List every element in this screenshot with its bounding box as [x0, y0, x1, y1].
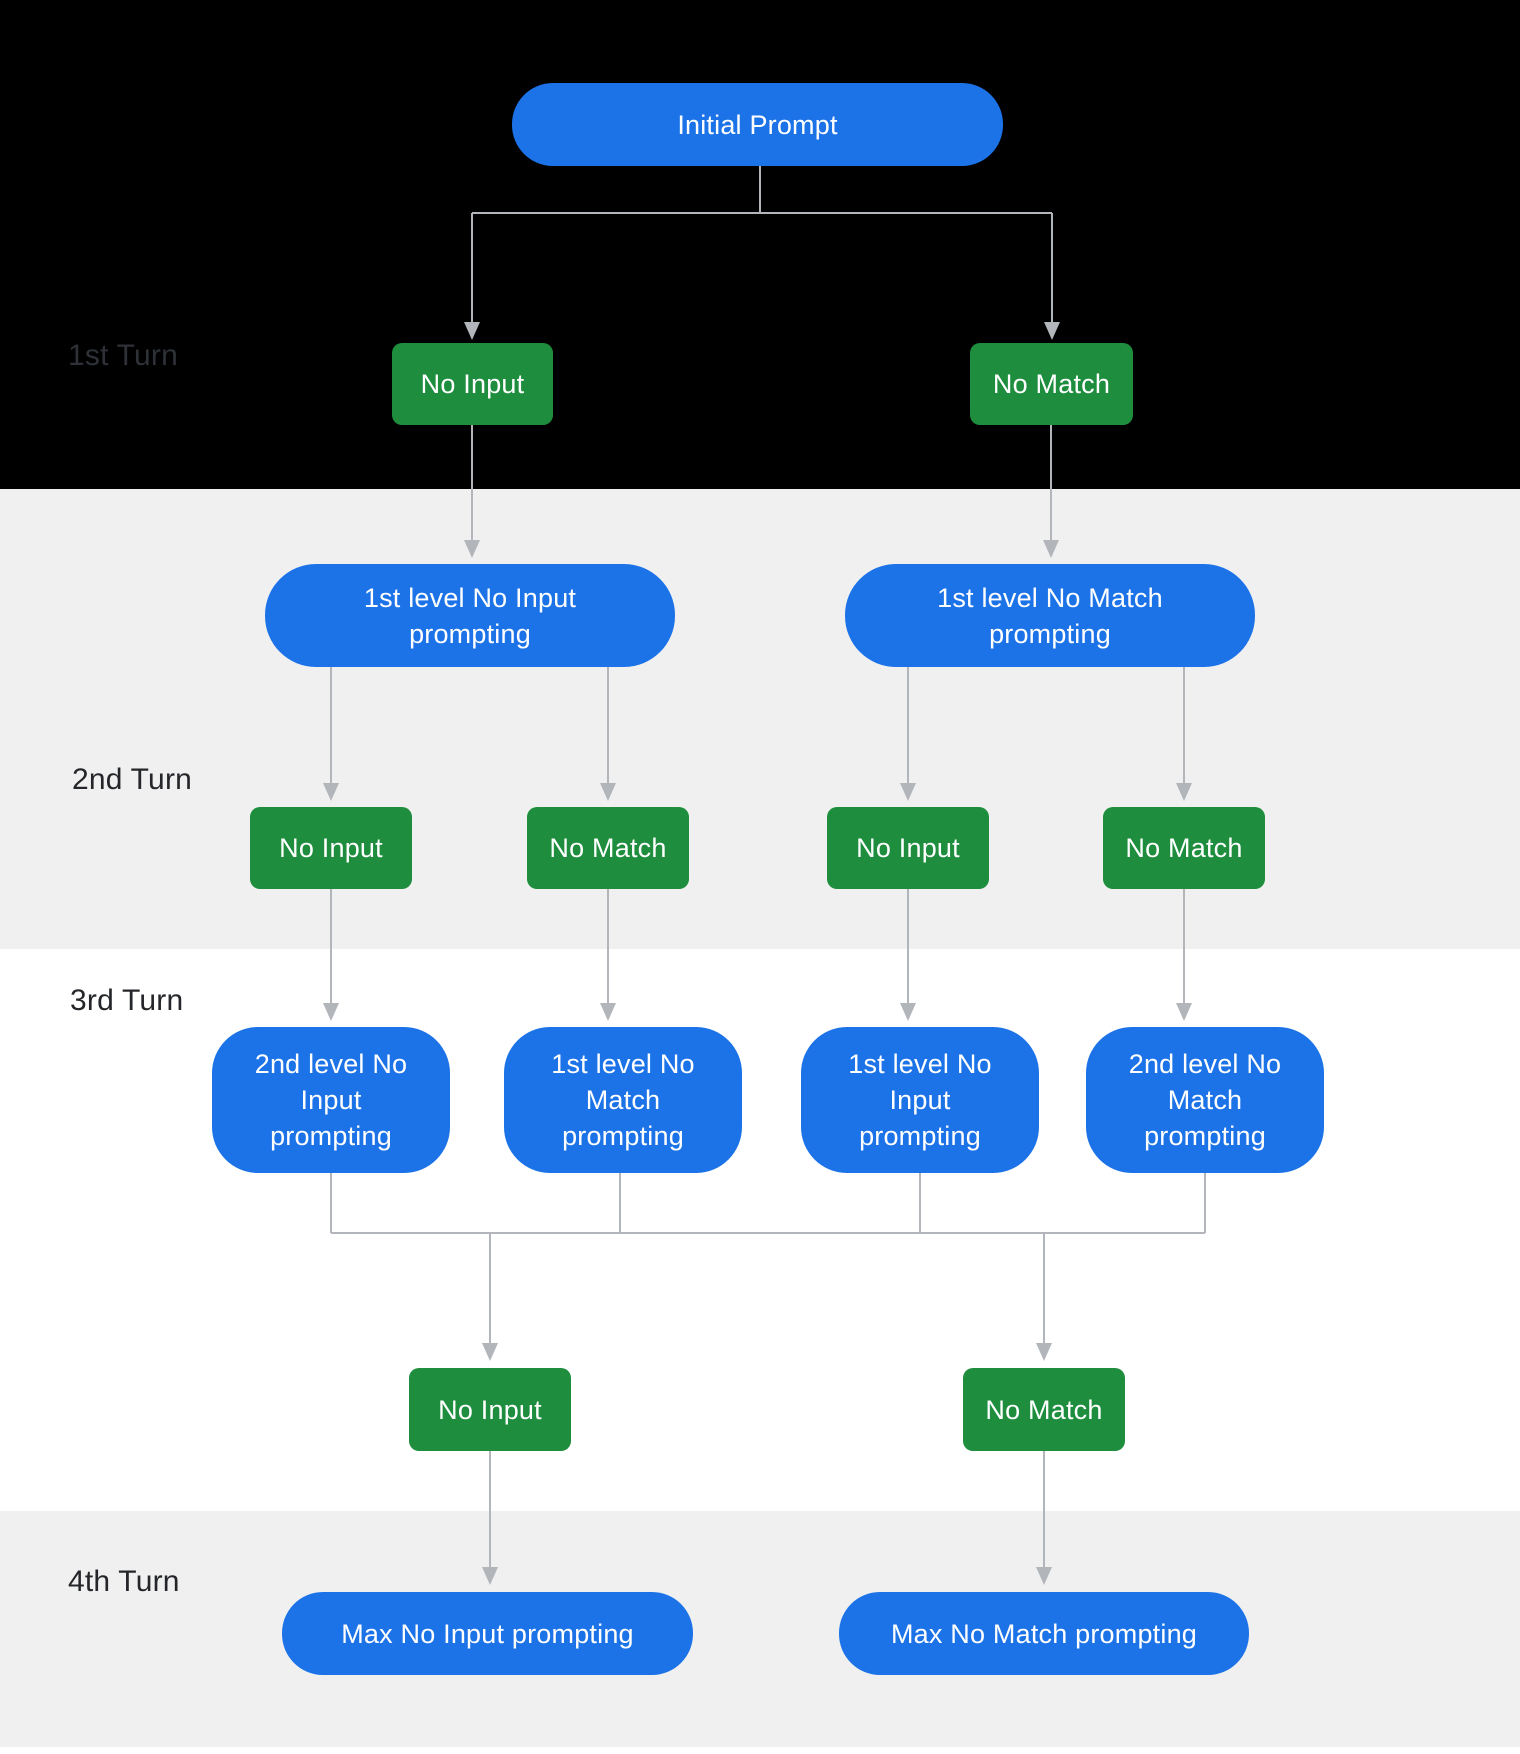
connector-line — [471, 213, 473, 324]
node-label-line: Max No Match prompting — [890, 1618, 1197, 1649]
node-label-line: Input — [889, 1085, 951, 1115]
arrowhead-icon — [1043, 540, 1059, 558]
turn-label-2: 2nd Turn — [72, 763, 193, 796]
node-label-line: 1st level No Match — [937, 582, 1163, 613]
turn-label-3: 3rd Turn — [70, 984, 184, 1017]
node-label-line: No Input — [420, 369, 525, 399]
node-label-line: No Match — [549, 833, 667, 863]
node-label-line: prompting — [989, 618, 1111, 649]
arrowhead-icon — [482, 1567, 498, 1585]
node-label-line: No Input — [856, 833, 960, 863]
node-turn3-no-input: No Input — [409, 1368, 571, 1451]
node-label-line: prompting — [562, 1121, 684, 1151]
node-turn3-no-match: No Match — [963, 1368, 1125, 1451]
arrowhead-icon — [1036, 1567, 1052, 1585]
connector-line — [1043, 1233, 1045, 1345]
connector-line — [907, 667, 909, 785]
node-turn1-no-match: No Match — [970, 343, 1133, 425]
connector-line — [607, 667, 609, 785]
connector-line — [619, 1173, 621, 1233]
node-label-line: 2nd level No — [254, 1049, 408, 1079]
node-label-line: 1st level No Input — [363, 582, 577, 613]
node-label-line: prompting — [270, 1121, 392, 1151]
node-label-line: 1st level No — [848, 1049, 992, 1079]
arrowhead-icon — [900, 783, 916, 801]
node-second-level-no-match-prompting: 2nd level No Match prompting — [1086, 1027, 1324, 1173]
turn-label-4: 4th Turn — [68, 1565, 180, 1598]
connector-line — [919, 1173, 921, 1233]
turn-label-1: 1st Turn — [68, 339, 178, 372]
node-label-line: No Input — [438, 1394, 542, 1425]
node-second-level-no-input-prompting: 2nd level No Input prompting — [212, 1027, 450, 1173]
node-label-line: Input — [300, 1085, 362, 1115]
connector-line — [489, 1451, 491, 1569]
band-4th-turn — [0, 1511, 1520, 1747]
node-turn2-no-match-right: No Match — [1103, 807, 1265, 889]
arrowhead-icon — [900, 1003, 916, 1021]
node-turn1-no-input: No Input — [392, 343, 553, 425]
band-2nd-turn — [0, 489, 1520, 949]
node-label-line: Initial Prompt — [677, 109, 838, 140]
connector-line — [330, 1173, 332, 1233]
connector-line — [331, 1232, 1205, 1234]
node-label-line: 2nd level No — [1128, 1049, 1282, 1079]
connector-line — [1183, 667, 1185, 785]
node-label-line: No Input — [279, 833, 383, 863]
node-initial-prompt: Initial Prompt — [512, 83, 1003, 166]
connector-line — [907, 889, 909, 1005]
node-label-line: prompting — [409, 618, 531, 649]
arrowhead-icon — [482, 1343, 498, 1361]
connector-line — [1183, 889, 1185, 1005]
connector-line — [607, 889, 609, 1005]
arrowhead-icon — [600, 1003, 616, 1021]
connector-line — [1043, 1451, 1045, 1569]
node-first-level-no-match-prompting: 1st level No Match prompting — [845, 564, 1255, 667]
arrowhead-icon — [323, 1003, 339, 1021]
node-first-level-no-match-prompting-2: 1st level No Match prompting — [504, 1027, 742, 1173]
arrowhead-icon — [1044, 322, 1060, 340]
band-bottom-strip — [0, 1747, 1520, 1754]
node-label-line: No Match — [1125, 833, 1243, 863]
connector-line — [471, 425, 473, 542]
connector-line — [759, 166, 761, 213]
band-1st-turn — [0, 0, 1520, 489]
node-turn2-no-input-right: No Input — [827, 807, 989, 889]
connector-line — [330, 667, 332, 785]
node-label-line: No Match — [985, 1394, 1103, 1425]
node-turn2-no-input-left: No Input — [250, 807, 412, 889]
node-label-line: Max No Input prompting — [341, 1618, 634, 1649]
node-label-line: No Match — [992, 369, 1111, 399]
node-label-line: prompting — [1144, 1121, 1266, 1151]
connector-line — [330, 889, 332, 1005]
node-turn2-no-match-left: No Match — [527, 807, 689, 889]
arrowhead-icon — [600, 783, 616, 801]
connector-line — [1051, 213, 1053, 324]
node-max-no-match-prompting: Max No Match prompting — [839, 1592, 1249, 1675]
node-first-level-no-input-prompting: 1st level No Input prompting — [265, 564, 675, 667]
node-label-line: Match — [1167, 1085, 1243, 1115]
arrowhead-icon — [1176, 783, 1192, 801]
node-label-line: 1st level No — [551, 1049, 695, 1079]
arrowhead-icon — [323, 783, 339, 801]
arrowhead-icon — [1036, 1343, 1052, 1361]
node-first-level-no-input-prompting-2: 1st level No Input prompting — [801, 1027, 1039, 1173]
connector-line — [1204, 1173, 1206, 1233]
arrowhead-icon — [464, 322, 480, 340]
node-label-line: Match — [585, 1085, 661, 1115]
node-label-line: prompting — [859, 1121, 981, 1151]
arrowhead-icon — [1176, 1003, 1192, 1021]
arrowhead-icon — [464, 540, 480, 558]
connector-line — [1050, 425, 1052, 542]
node-max-no-input-prompting: Max No Input prompting — [282, 1592, 693, 1675]
connector-line — [472, 212, 1052, 214]
connector-line — [489, 1233, 491, 1345]
